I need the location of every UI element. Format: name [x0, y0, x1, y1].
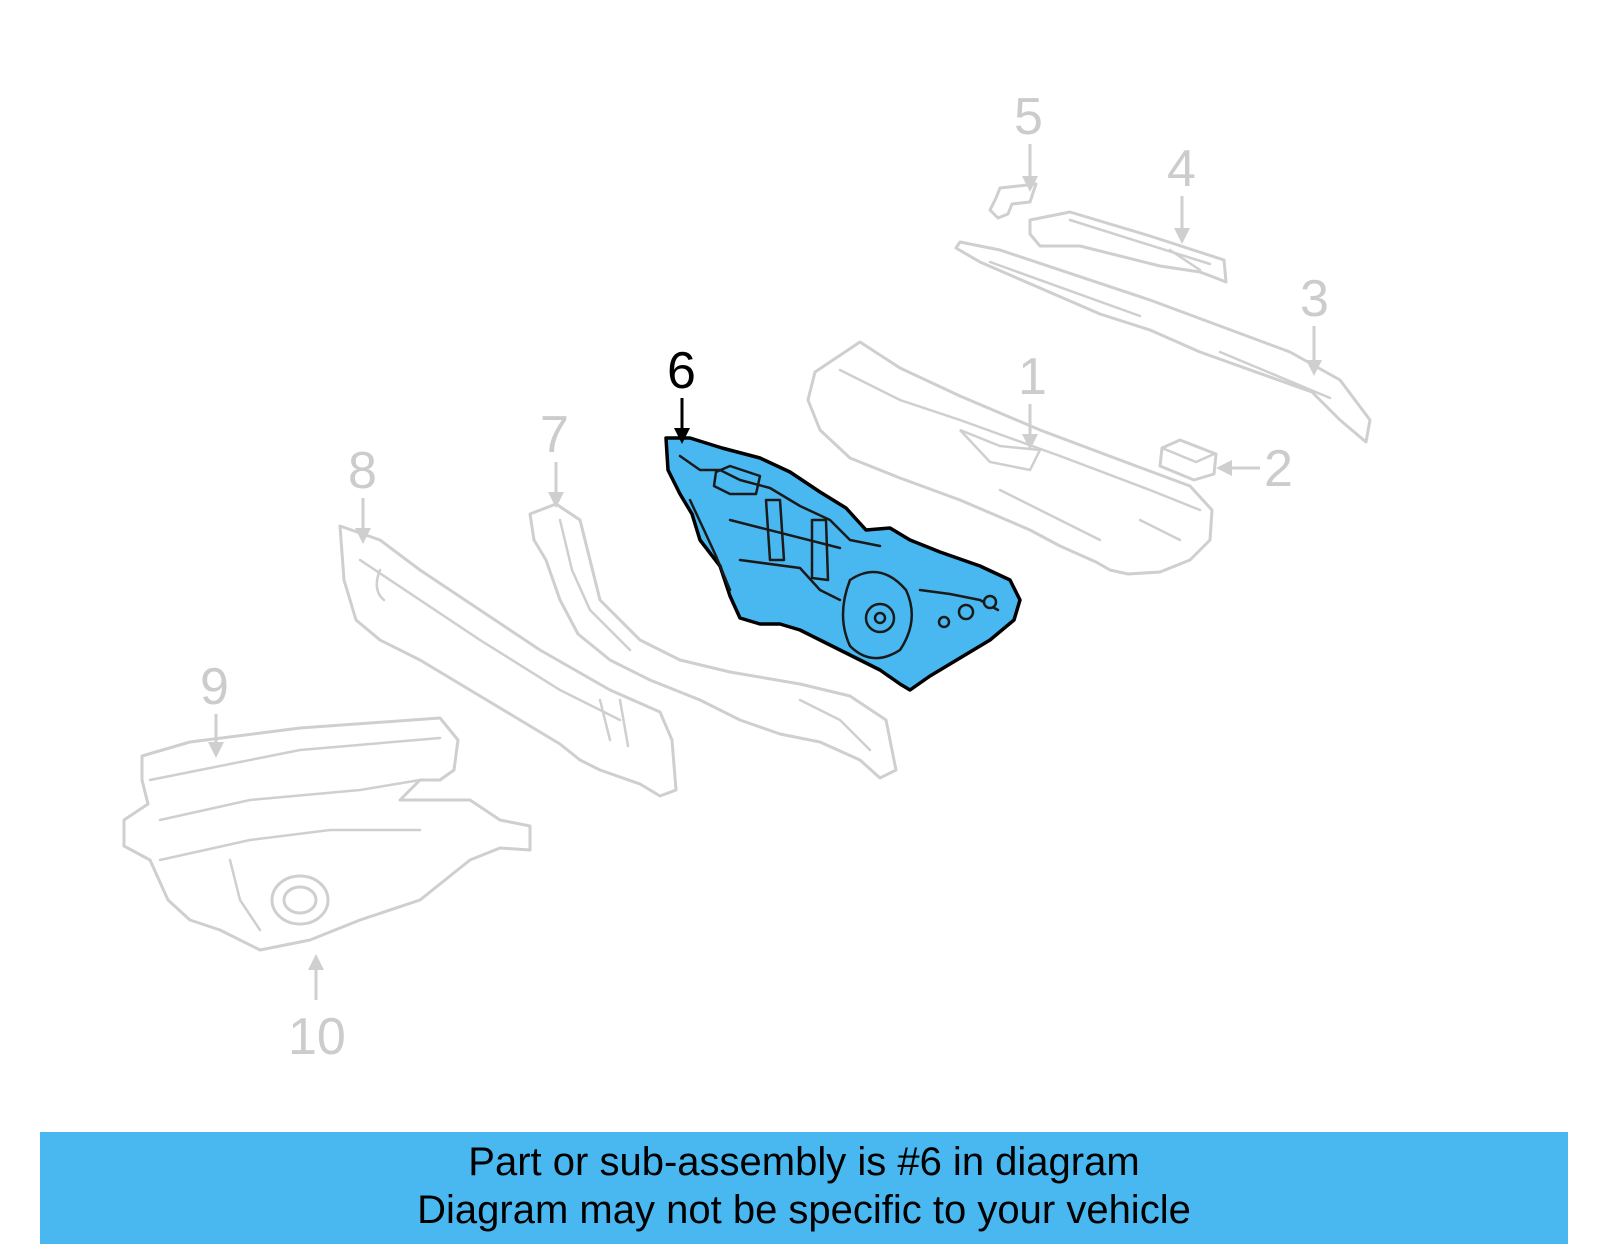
callout-5: 5 [1014, 88, 1043, 146]
callout-1: 1 [1018, 348, 1047, 406]
part-3-cowl-top-panel[interactable] [954, 240, 1372, 444]
callout-arrows [208, 144, 1322, 1000]
parts-diagram: 5 4 3 1 2 6 7 8 9 10 [122, 88, 1372, 1066]
callout-3: 3 [1300, 270, 1329, 328]
part-5-bracket[interactable] [988, 182, 1038, 220]
callout-9: 9 [200, 658, 229, 716]
part-8-dash-upper[interactable] [338, 524, 678, 798]
banner-line-1: Part or sub-assembly is #6 in diagram [468, 1140, 1140, 1184]
callout-7: 7 [540, 406, 569, 464]
part-6-highlighted[interactable] [664, 436, 1022, 692]
callout-6: 6 [667, 342, 696, 400]
part-2-block[interactable] [1158, 438, 1218, 482]
part-9-10-dash-lower[interactable] [122, 716, 532, 952]
part-1-cowl-panel[interactable] [806, 340, 1214, 576]
banner-line-2: Diagram may not be specific to your vehi… [417, 1188, 1191, 1232]
callout-4: 4 [1167, 140, 1196, 198]
info-banner: Part or sub-assembly is #6 in diagram Di… [40, 1132, 1568, 1244]
part-7-insulator[interactable] [528, 502, 898, 780]
callout-2: 2 [1264, 440, 1293, 498]
callout-10: 10 [288, 1008, 346, 1066]
callout-8: 8 [348, 442, 377, 500]
part-4-cowl-inner[interactable] [1028, 210, 1228, 284]
